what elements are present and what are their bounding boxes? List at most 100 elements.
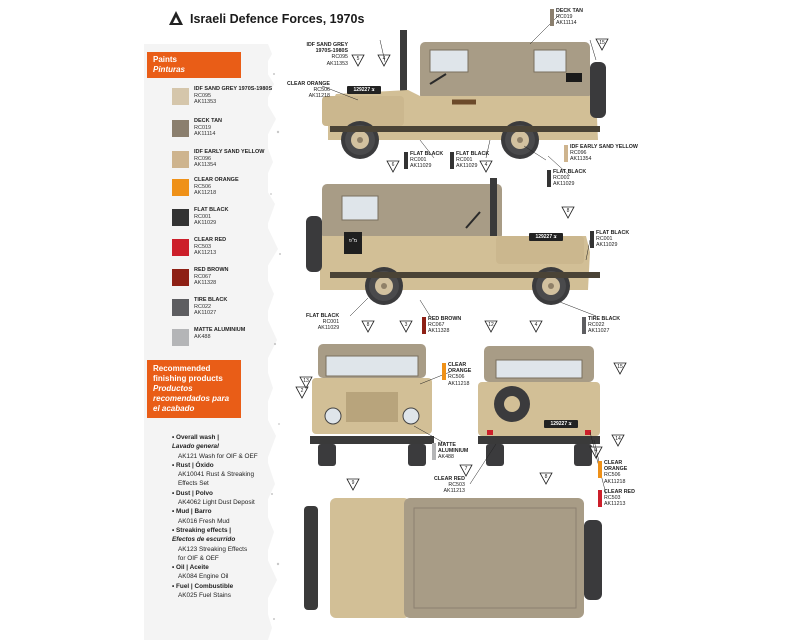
callout-deck-tan-code2: AK11114: [556, 20, 577, 27]
jeep-side-view-left: [306, 178, 600, 305]
marker-number: 3: [405, 322, 408, 328]
marker-triangle-icon: 15: [595, 38, 609, 51]
finishing-product: AK121 Wash for OIF & OEF: [178, 452, 258, 460]
finishing-heading: • Oil | Aceite: [172, 564, 209, 572]
marker-number: 5: [357, 56, 360, 62]
callout-clear-orange-rear: CLEAR ORANGE RC506 AK11218: [598, 460, 630, 485]
torn-edge: [256, 44, 281, 640]
finishing-product: AK4062 Light Dust Deposit: [178, 499, 255, 507]
finishing-product: AK10041 Rust & Streaking: [178, 471, 255, 479]
marker-triangle-icon: 5: [351, 54, 365, 67]
callout-flat-black-bottom-code2: AK11029: [317, 325, 340, 332]
paint-swatch: [172, 269, 189, 286]
callout-idf-sand-grey-code2: AK11353: [326, 60, 348, 67]
triangle-icon: [169, 11, 183, 25]
callout-flat-black-side2-code2: AK11029: [596, 242, 618, 249]
marker-triangle-icon: 12: [484, 320, 498, 333]
finishing-heading: • Mud | Barro: [172, 508, 212, 516]
paint-swatch: [172, 329, 189, 346]
sidebar-panel: [144, 44, 268, 640]
marker-triangle-icon: 14: [611, 434, 625, 447]
finishing-product: for OIF & OEF: [178, 554, 219, 562]
paint-name: IDF EARLY SAND YELLOW: [194, 149, 265, 155]
cab-marking: מ"פ: [348, 238, 358, 244]
callout-idf-sand-grey-name: IDF SAND GREY 1970S-1980S: [306, 42, 349, 55]
marker-number: 4: [535, 322, 538, 328]
callout-clear-red-mid-code1: RC503: [448, 482, 465, 489]
paint-code: RC022: [194, 303, 212, 310]
paint-swatch: [172, 88, 189, 105]
callout-flat-black-c-name: FLAT BLACK: [553, 169, 587, 175]
callout-flat-black-b-code2: AK11029: [456, 163, 478, 170]
callout-idf-sand-grey: IDF SAND GREY 1970S-1980S RC095 AK11353: [290, 42, 349, 67]
finishing-heading: • Overall wash |: [172, 434, 220, 441]
paint-code: AK11354: [194, 162, 217, 169]
callout-clear-orange-front: CLEAR ORANGE RC506 AK11218: [442, 362, 476, 387]
callout-flat-black-side2: FLAT BLACK RC001 AK11029: [590, 230, 629, 249]
finishing-heading: • Fuel | Combustible: [172, 582, 234, 590]
finishing-heading: • Rust | Óxido: [172, 461, 214, 469]
marker-triangle-icon: 3: [399, 320, 413, 333]
callout-flat-black-bottom-code1: RC001: [322, 319, 340, 326]
callout-deck-tan-name: DECK TAN: [556, 8, 583, 14]
paints-banner-title: Paints: [153, 55, 178, 64]
callout-clear-red-rear-code2: AK11213: [604, 501, 626, 508]
callout-flat-black-b: FLAT BLACK RC001 AK11029: [450, 151, 490, 170]
callout-matte-alu-name: MATTE ALUMINIUM: [438, 442, 469, 455]
marker-number: 4: [595, 448, 598, 454]
callout-clear-orange-front-code1: RC506: [448, 374, 465, 381]
finishing-product: AK025 Fuel Stains: [178, 592, 231, 600]
paint-name: FLAT BLACK: [194, 207, 229, 213]
page-title: Israeli Defence Forces, 1970s: [190, 12, 365, 26]
callout-idf-early-sand-yellow: IDF EARLY SAND YELLOW RC096 AK11354: [564, 144, 638, 163]
finishing-banner-subtitle: Productos recomendados para el acabado: [153, 384, 230, 413]
marker-triangle-icon: 4: [479, 160, 493, 173]
callout-clear-orange-top-code2: AK11218: [308, 93, 330, 100]
finishing-product: Effects Set: [178, 480, 209, 488]
callout-flat-black-a: FLAT BLACK RC001 AK11029: [404, 151, 443, 170]
callout-clear-red-rear-code1: RC503: [604, 495, 621, 502]
paint-name: RED BROWN: [194, 267, 229, 273]
callout-flat-black-a-code2: AK11029: [410, 163, 432, 170]
callout-idf-early-code1: RC096: [570, 150, 587, 157]
marker-number: 6: [392, 162, 395, 168]
paint-code: RC067: [194, 273, 212, 280]
marker-number: 12: [488, 322, 494, 328]
callout-tire-black: TIRE BLACK RC022 AK11027: [582, 316, 620, 335]
finishing-product: AK016 Fresh Mud: [178, 517, 230, 525]
paint-code: AK488: [194, 333, 211, 340]
callout-clear-orange-front-code2: AK11218: [448, 380, 470, 387]
marker-triangle-icon: 9: [346, 478, 360, 491]
jeep-side-view-right: [322, 30, 606, 159]
paints-banner: Paints Pinturas: [147, 52, 241, 78]
marker-triangle-icon: 6: [386, 160, 400, 173]
callout-flat-black-b-name: FLAT BLACK: [456, 151, 490, 157]
paint-code: AK11114: [194, 131, 216, 138]
callout-flat-black-a-code1: RC001: [410, 157, 427, 164]
paint-code: RC095: [194, 92, 212, 99]
callout-flat-black-c: FLAT BLACK RC001 AK11029: [547, 169, 587, 188]
finishing-heading-es: Lavado general: [172, 443, 219, 451]
callout-flat-black-bottom-name: FLAT BLACK: [306, 313, 340, 319]
callout-flat-black-c-code1: RC001: [553, 175, 570, 182]
marker-number: 7: [465, 466, 468, 472]
marker-triangle-icon: 2: [295, 386, 309, 399]
callout-clear-red-mid-name: CLEAR RED: [434, 476, 465, 482]
finishing-product: AK123 Streaking Effects: [178, 545, 248, 553]
paint-code: AK11328: [194, 280, 217, 287]
paint-swatch: [172, 179, 189, 196]
marker-triangle-icon: 7: [459, 464, 473, 477]
callout-red-brown-name: RED BROWN: [428, 316, 462, 322]
marker-number: 8: [567, 208, 570, 214]
callout-idf-sand-grey-code1: RC095: [331, 54, 349, 61]
callout-clear-orange-top-code1: RC506: [313, 87, 330, 94]
paint-swatch: [172, 120, 189, 137]
